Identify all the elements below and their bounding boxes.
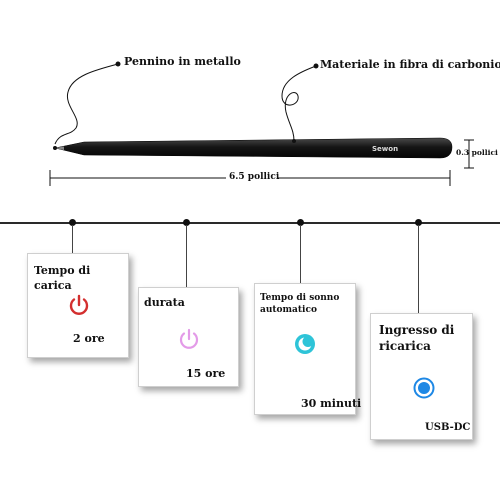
nib-leader-line bbox=[54, 63, 119, 145]
card-value: USB-DC bbox=[425, 422, 471, 433]
pen-tip-dot bbox=[53, 146, 57, 150]
card-value: 30 minuti bbox=[301, 397, 362, 410]
pen-body bbox=[54, 137, 453, 159]
nib-leader-dot bbox=[115, 61, 121, 67]
timeline-dot bbox=[415, 219, 422, 226]
charging-input-card: Ingresso di ricarica USB-DC bbox=[370, 313, 473, 440]
material-leader-dot bbox=[313, 63, 319, 69]
material-anchor-dot bbox=[292, 139, 296, 143]
battery-life-card: durata 15 ore bbox=[138, 287, 239, 387]
material-leader-line bbox=[281, 65, 317, 142]
material-callout-label: Materiale in fibra di carbonio bbox=[320, 58, 500, 71]
nib-callout-label: Pennino in metallo bbox=[124, 55, 241, 68]
timeline-dot bbox=[297, 219, 304, 226]
usb-port-icon bbox=[413, 377, 435, 399]
connector-stem bbox=[300, 225, 301, 283]
card-title: Tempo di sonno automatico bbox=[260, 293, 340, 316]
diameter-label: 0.3 pollici bbox=[456, 148, 498, 157]
connector-stem bbox=[418, 225, 419, 313]
pen-illustration bbox=[49, 61, 474, 186]
card-title: durata bbox=[144, 296, 185, 309]
timeline-dot bbox=[183, 219, 190, 226]
pen-brand-logo: Sewon bbox=[372, 145, 399, 153]
length-label: 6.5 pollici bbox=[229, 172, 280, 182]
power-icon bbox=[179, 328, 199, 349]
timeline-line bbox=[0, 222, 500, 224]
power-icon bbox=[69, 294, 89, 315]
card-title: Ingresso di ricarica bbox=[379, 323, 455, 354]
moon-icon bbox=[295, 334, 315, 354]
card-value: 15 ore bbox=[186, 367, 226, 380]
connector-stem bbox=[72, 225, 73, 253]
card-value: 2 ore bbox=[73, 332, 105, 345]
connector-stem bbox=[186, 225, 187, 287]
auto-sleep-card: Tempo di sonno automatico 30 minuti bbox=[254, 283, 361, 415]
pen-nib bbox=[55, 146, 64, 150]
timeline-dot bbox=[69, 219, 76, 226]
card-title: Tempo di carica bbox=[34, 264, 91, 292]
charging-time-card: Tempo di carica 2 ore bbox=[27, 253, 129, 358]
